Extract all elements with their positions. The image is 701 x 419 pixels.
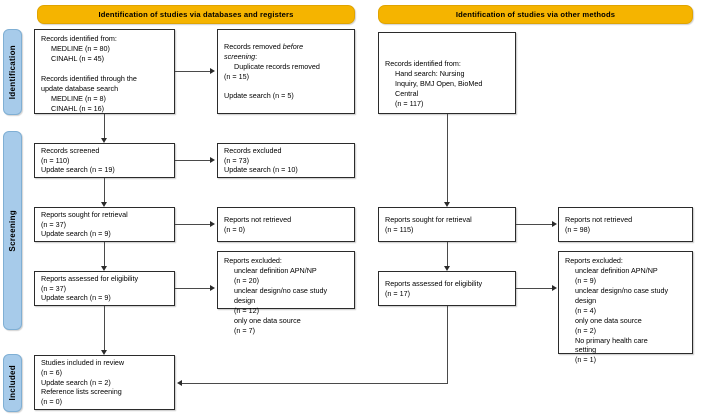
box-studies-included-in-review-text: Studies included in review (n = 6) Updat… [41,357,125,407]
connector-assessed-to-excluded-right-arrow [552,284,557,291]
box-reports-sought-left-text: Reports sought for retrieval (n = 37) Up… [41,209,128,239]
connector-sought-to-notretrieved-right-arrow [552,220,557,227]
box-reports-excluded-right: Reports excluded: unclear definition APN… [558,251,693,364]
connector-elbow-vertical [447,306,448,383]
connector-sought-to-assessed-right-line [447,242,448,266]
stage-label-included: Included [3,354,22,412]
records-removed-colon: : [255,51,258,61]
box-reports-not-retrieved-right-text: Reports not retrieved (n = 98) [565,214,633,234]
connector-sought-to-notretrieved-right-line [516,224,552,225]
connector-identification-to-screening-line [104,114,105,138]
column-header-databases-registers: Identification of studies via databases … [37,5,355,24]
box-reports-assessed-right-text: Reports assessed for eligibility (n = 17… [385,278,483,298]
connector-screened-to-sought-line [104,178,105,202]
box-records-excluded: Records excluded (n = 73) Update search … [217,143,355,178]
box-reports-assessed-left-text: Reports assessed for eligibility (n = 37… [41,273,139,303]
box-reports-excluded-left: Reports excluded: unclear definition APN… [217,251,355,335]
box-reports-not-retrieved-left-text: Reports not retrieved (n = 0) [224,214,292,234]
records-removed-line1: Records removed [224,41,283,51]
connector-other-identified-to-sought-arrow [444,202,450,207]
box-records-removed-before-screening-text: Records removed before screening: Duplic… [224,42,349,102]
records-removed-screening-italic: screening [224,51,256,61]
box-reports-excluded-left-text: Reports excluded: unclear definition APN… [224,256,328,335]
box-records-screened-text: Records screened (n = 110) Update search… [41,145,115,175]
connector-sought-to-assessed-arrow [101,266,107,271]
records-removed-before-italic: before [282,41,304,51]
connector-screened-to-sought-arrow [101,202,107,207]
connector-elbow-arrow [177,379,182,386]
connector-elbow-horizontal [182,383,448,384]
box-records-identified-from: Records identified from: MEDLINE (n = 80… [34,29,175,114]
connector-screened-to-excluded-arrow [210,156,215,163]
box-reports-sought-right-text: Reports sought for retrieval (n = 115) [385,214,472,234]
connector-assessed-to-excluded-right-line [516,288,552,289]
box-records-removed-before-screening: Records removed before screening: Duplic… [217,29,355,114]
box-reports-sought-left: Reports sought for retrieval (n = 37) Up… [34,207,175,242]
box-reports-not-retrieved-right: Reports not retrieved (n = 98) [558,207,693,242]
connector-screened-to-excluded-line [175,160,210,161]
box-studies-included-in-review: Studies included in review (n = 6) Updat… [34,355,175,410]
connector-identification-to-screening-arrow [101,138,107,143]
column-header-other-methods: Identification of studies via other meth… [378,5,693,24]
box-records-screened: Records screened (n = 110) Update search… [34,143,175,178]
box-reports-not-retrieved-left: Reports not retrieved (n = 0) [217,207,355,242]
connector-assessed-to-excluded-left-arrow [210,284,215,291]
connector-identified-to-removed-arrow [210,67,215,74]
stage-label-screening-text: Screening [8,209,17,252]
stage-label-identification-text: Identification [8,44,17,100]
box-records-identified-other-methods: Records identified from: Hand search: Nu… [378,32,516,114]
box-records-identified-from-text: Records identified from: MEDLINE (n = 80… [41,34,137,113]
records-removed-rest: Duplicate records removed (n = 15) Updat… [224,61,320,101]
box-reports-excluded-right-text: Reports excluded: unclear definition APN… [565,256,669,365]
box-reports-assessed-right: Reports assessed for eligibility (n = 17… [378,271,516,306]
connector-sought-to-notretrieved-line [175,224,210,225]
connector-sought-to-notretrieved-arrow [210,220,215,227]
connector-assessed-to-included-arrow [101,350,107,355]
box-reports-assessed-left: Reports assessed for eligibility (n = 37… [34,271,175,306]
box-reports-sought-right: Reports sought for retrieval (n = 115) [378,207,516,242]
connector-assessed-to-excluded-left-line [175,288,210,289]
box-records-excluded-text: Records excluded (n = 73) Update search … [224,145,298,175]
stage-label-identification: Identification [3,29,22,115]
stage-label-included-text: Included [8,365,17,401]
box-records-identified-other-methods-text: Records identified from: Hand search: Nu… [385,59,483,108]
connector-assessed-to-included-line [104,306,105,350]
stage-label-screening: Screening [3,131,22,330]
connector-other-identified-to-sought-line [447,114,448,202]
connector-sought-to-assessed-line [104,242,105,266]
connector-sought-to-assessed-right-arrow [444,266,450,271]
connector-identified-to-removed-line [175,71,210,72]
